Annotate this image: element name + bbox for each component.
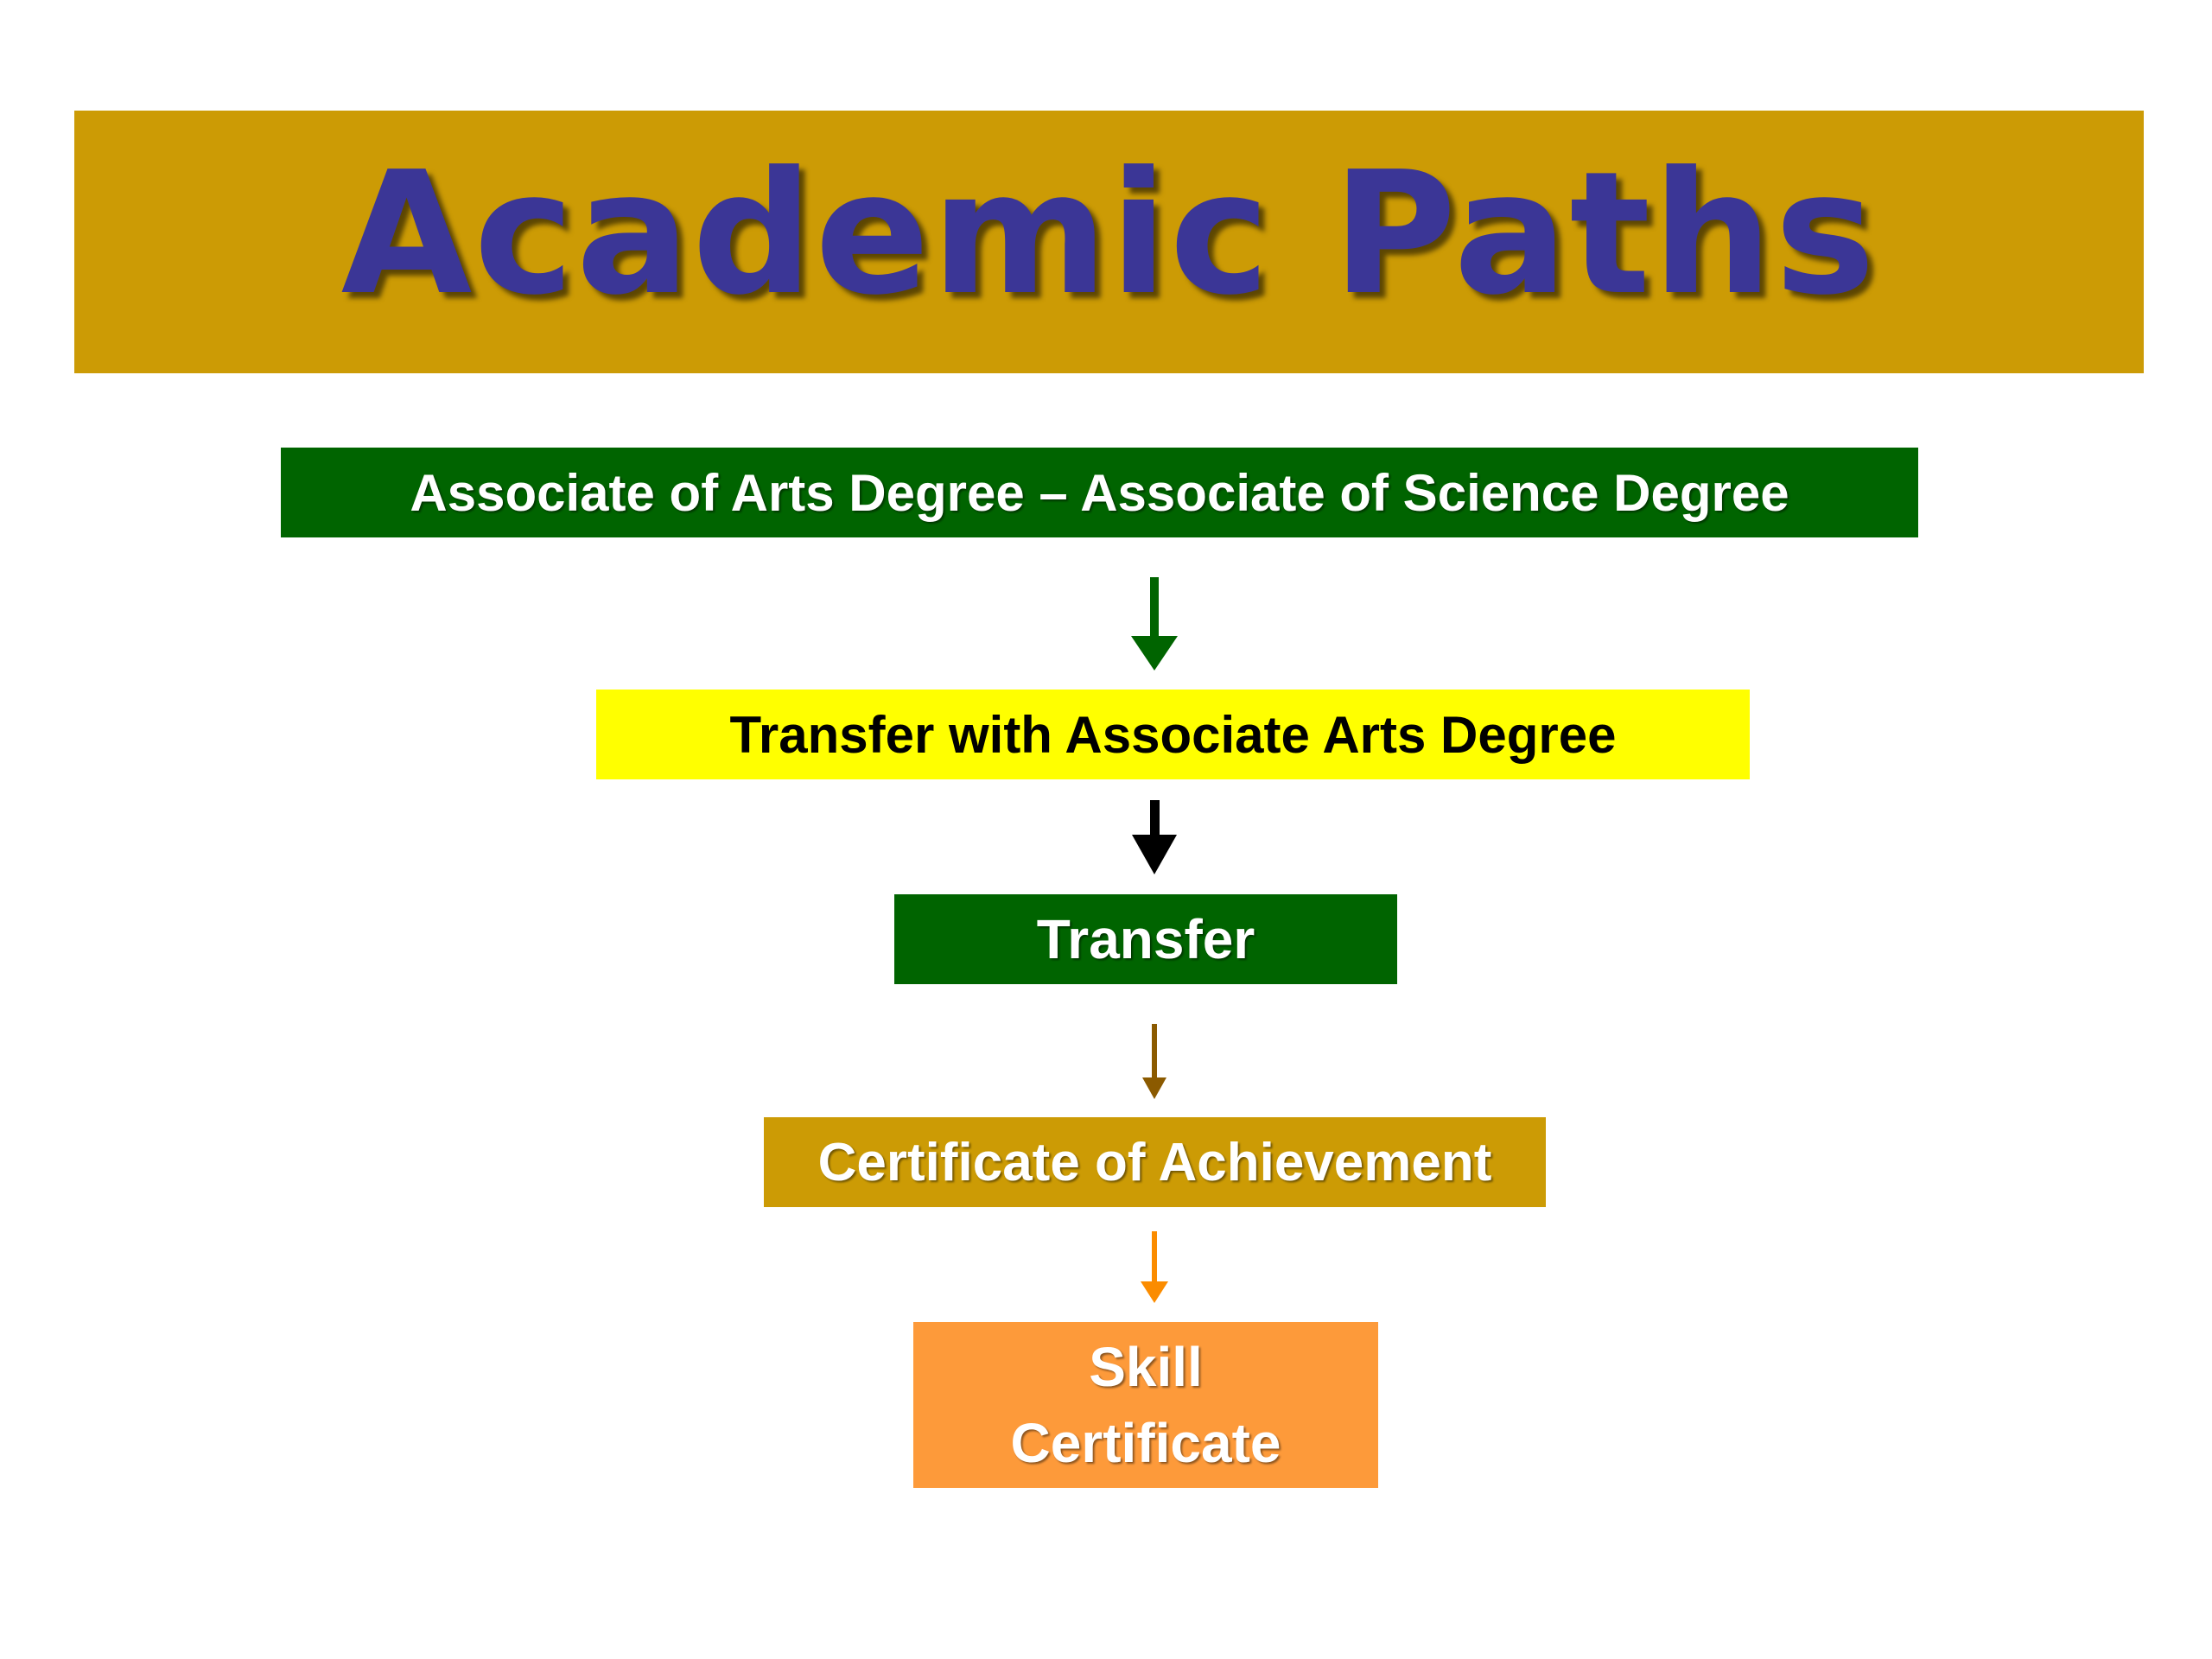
page-title: Academic Paths (340, 136, 1878, 333)
skill-certificate-label-line-1: Skill (1089, 1336, 1203, 1398)
title-banner: Academic Paths (74, 111, 2144, 373)
certificate-achievement-label: Certificate of Achievement (817, 1132, 1492, 1192)
transfer-box: Transfer (894, 894, 1397, 984)
certificate-achievement-box: Certificate of Achievement (764, 1117, 1546, 1207)
transfer-label: Transfer (1036, 908, 1255, 970)
arrow-certificate-to-skill (1141, 1231, 1168, 1303)
arrow-transfer-aa-to-transfer (1132, 800, 1177, 874)
arrow-transfer-to-certificate (1142, 1024, 1166, 1099)
skill-certificate-label-line-2: Certificate (1010, 1412, 1281, 1474)
arrow-associate-to-transfer-aa (1131, 577, 1178, 671)
associate-degrees-box: Associate of Arts Degree – Associate of … (281, 448, 1918, 537)
transfer-aa-label: Transfer with Associate Arts Degree (729, 705, 1617, 764)
transfer-aa-box: Transfer with Associate Arts Degree (596, 690, 1750, 779)
skill-certificate-box: Skill Certificate (913, 1322, 1378, 1488)
associate-degrees-label: Associate of Arts Degree – Associate of … (410, 463, 1789, 522)
